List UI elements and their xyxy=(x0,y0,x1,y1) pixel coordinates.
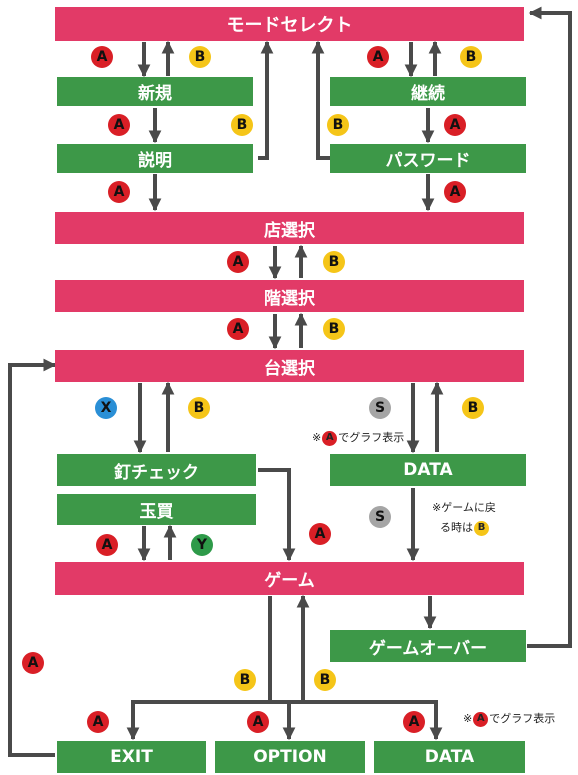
password-box: パスワード xyxy=(330,144,526,173)
data-upper-box: DATA xyxy=(330,454,526,486)
a-button-icon: A xyxy=(108,114,130,136)
nail-check-box: 釘チェック xyxy=(57,454,256,486)
arrow-exit-to-machine xyxy=(8,358,57,757)
a-button-icon: A xyxy=(309,523,331,545)
a-button-icon: A xyxy=(96,534,118,556)
a-button-icon: A xyxy=(322,430,338,446)
a-button-icon: A xyxy=(227,318,249,340)
a-button-icon: A xyxy=(91,46,113,68)
game-box: ゲーム xyxy=(55,562,524,595)
a-button-icon: A xyxy=(444,181,466,203)
a-button-icon: A xyxy=(444,114,466,136)
explanation-box: 説明 xyxy=(57,144,253,173)
arrow-nail-to-game xyxy=(258,468,296,562)
a-button-icon: A xyxy=(473,711,489,727)
arrow-explanation-to-mode xyxy=(258,40,274,160)
b-button-icon: B xyxy=(460,46,482,68)
b-button-icon: B xyxy=(327,114,349,136)
a-button-icon: A xyxy=(403,711,425,733)
data-lower-box: DATA xyxy=(374,741,525,773)
continue-box: 継続 xyxy=(330,77,526,106)
a-button-icon: A xyxy=(87,711,109,733)
x-button-icon: X xyxy=(95,397,117,419)
exit-box: EXIT xyxy=(57,741,206,773)
b-button-icon: B xyxy=(234,669,256,691)
a-button-icon: A xyxy=(22,652,44,674)
b-button-icon: B xyxy=(462,397,484,419)
arrow-password-to-mode xyxy=(311,40,330,160)
buy-balls-box: 玉買 xyxy=(57,494,256,525)
b-button-icon: B xyxy=(323,251,345,273)
return-note-line1: ※ゲームに戻 xyxy=(432,501,496,514)
b-button-icon: B xyxy=(323,318,345,340)
b-button-icon: B xyxy=(314,669,336,691)
s-button-icon: S xyxy=(369,506,391,528)
arrow-gameover-to-mode xyxy=(527,6,572,648)
s-button-icon: S xyxy=(369,397,391,419)
b-button-icon: B xyxy=(231,114,253,136)
game-over-box: ゲームオーバー xyxy=(330,630,526,662)
b-button-icon: B xyxy=(188,397,210,419)
new-box: 新規 xyxy=(57,77,253,106)
option-box: OPTION xyxy=(215,741,365,773)
a-button-icon: A xyxy=(108,181,130,203)
floor-select-box: 階選択 xyxy=(55,280,524,312)
b-button-icon: B xyxy=(189,46,211,68)
a-button-icon: A xyxy=(367,46,389,68)
mode-select-box: モードセレクト xyxy=(55,7,524,41)
b-button-icon: B xyxy=(474,520,489,536)
a-button-icon: A xyxy=(227,251,249,273)
store-select-box: 店選択 xyxy=(55,212,524,244)
a-button-icon: A xyxy=(247,711,269,733)
machine-select-box: 台選択 xyxy=(55,350,524,382)
y-button-icon: Y xyxy=(191,534,213,556)
